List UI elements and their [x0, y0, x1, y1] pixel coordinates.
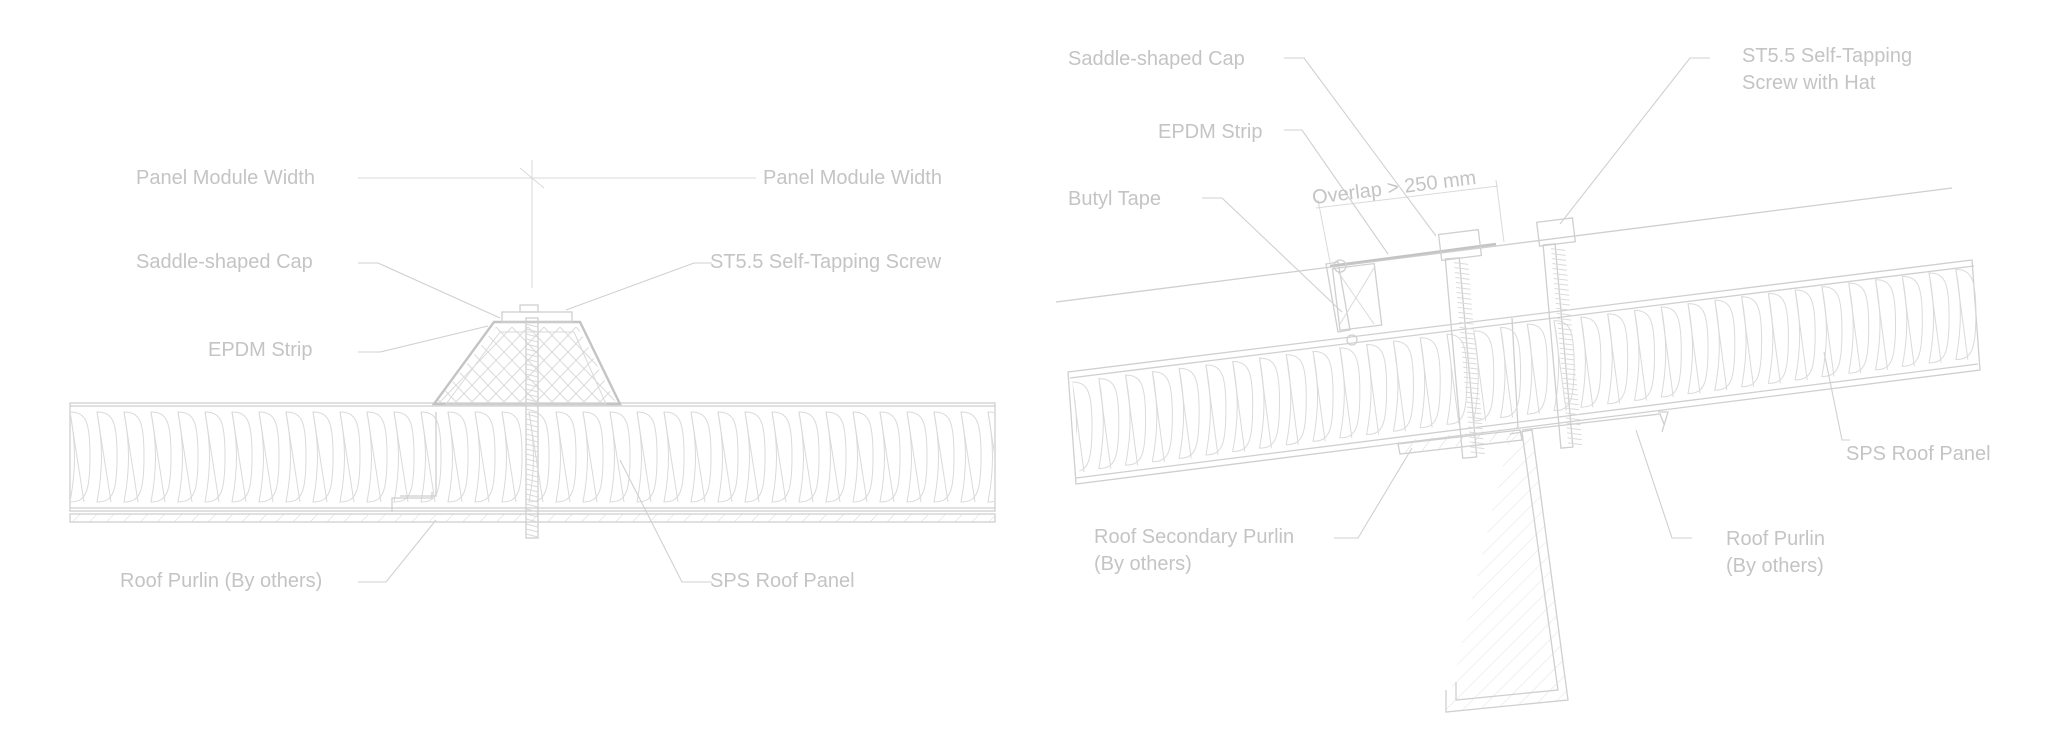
- panel-core-insulation: [70, 411, 994, 503]
- label-overlap: Overlap > 250 mm: [1311, 167, 1478, 209]
- label-screw-with-hat-line1: ST5.5 Self-Tapping: [1742, 45, 1912, 67]
- ridge-cap-detail: Panel Module Width Panel Module Width Sa…: [69, 160, 996, 592]
- label-roof-purlin-line2: (By others): [1726, 555, 1824, 577]
- sps-roof-panel-left: [69, 402, 996, 512]
- self-tapping-screw-left: [525, 317, 539, 539]
- sps-roof-panel-right: [1067, 259, 1981, 485]
- self-tapping-screw-with-hat-2: [1535, 217, 1583, 449]
- label-secondary-purlin-line2: (By others): [1094, 553, 1192, 575]
- label-saddle-shaped-cap: Saddle-shaped Cap: [136, 251, 313, 273]
- leader-lines-left: [358, 262, 712, 583]
- leader-lines-right: [1202, 57, 1850, 539]
- label-butyl-tape: Butyl Tape: [1068, 188, 1161, 210]
- label-sps-roof-panel: SPS Roof Panel: [710, 570, 855, 592]
- roof-sheet-line: [1055, 187, 1953, 303]
- label-epdm-strip: EPDM Strip: [208, 339, 312, 361]
- label-epdm-strip-right: EPDM Strip: [1158, 121, 1262, 143]
- roof-purlin-right: [1445, 411, 1669, 713]
- label-panel-module-width-right: Panel Module Width: [763, 167, 942, 189]
- roof-purlin-left: [69, 412, 996, 523]
- self-tapping-screw-with-hat-1: [1437, 228, 1485, 459]
- label-sps-roof-panel-right: SPS Roof Panel: [1846, 443, 1991, 465]
- label-panel-module-width-left: Panel Module Width: [136, 167, 315, 189]
- label-st55-screw: ST5.5 Self-Tapping Screw: [710, 251, 942, 273]
- label-roof-purlin: Roof Purlin (By others): [120, 570, 322, 592]
- label-saddle-shaped-cap-right: Saddle-shaped Cap: [1068, 48, 1245, 70]
- label-screw-with-hat-line2: Screw with Hat: [1742, 72, 1876, 94]
- overlap-joint: [1325, 242, 1497, 346]
- label-roof-purlin-line1: Roof Purlin: [1726, 528, 1825, 550]
- panel-overlap-detail: Saddle-shaped Cap ST5.5 Self-Tapping Scr…: [1055, 45, 1991, 713]
- label-secondary-purlin-line1: Roof Secondary Purlin: [1094, 526, 1294, 548]
- panel-core-insulation-right: [1072, 269, 1977, 473]
- module-width-dimension: [358, 160, 756, 288]
